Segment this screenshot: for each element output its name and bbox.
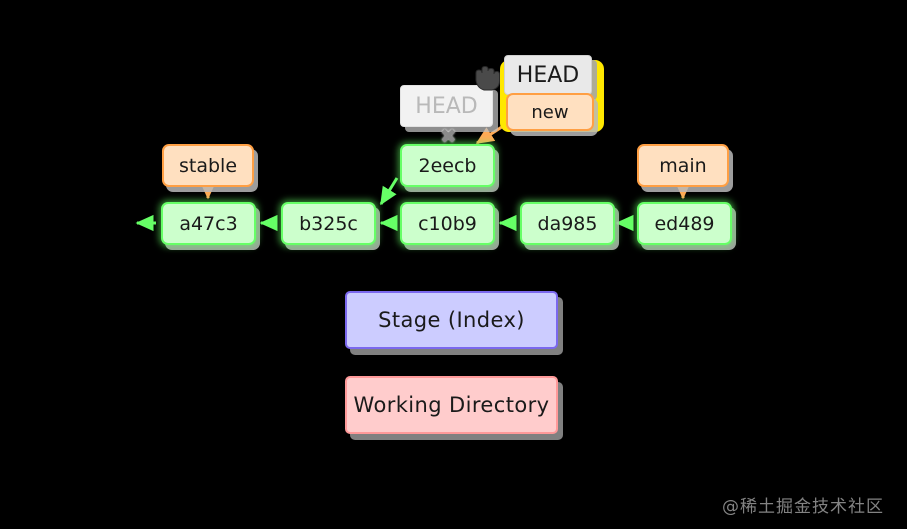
commit-label: b325c [299, 212, 358, 235]
commit-node-a47c3[interactable]: a47c3 [161, 202, 256, 245]
commit-label: a47c3 [179, 212, 238, 235]
head-label: HEAD [516, 62, 580, 88]
edge-2eecb-to-b325c [379, 177, 399, 206]
commit-node-b325c[interactable]: b325c [281, 202, 376, 245]
commit-label: da985 [537, 212, 598, 235]
commit-node-2eecb[interactable]: 2eecb [400, 144, 495, 187]
branch-label-new[interactable]: new [506, 93, 594, 131]
head-pointer-attached[interactable]: HEAD [504, 55, 592, 95]
head-label: HEAD [415, 93, 478, 119]
branch-label-main[interactable]: main [637, 144, 729, 187]
commit-node-c10b9[interactable]: c10b9 [400, 202, 495, 245]
branch-name: main [659, 154, 707, 177]
commit-label: ed489 [654, 212, 715, 235]
head-pointer-dragging[interactable]: HEAD [400, 85, 493, 127]
branch-name: new [531, 101, 569, 123]
commit-node-da985[interactable]: da985 [520, 202, 615, 245]
working-directory-label: Working Directory [353, 393, 550, 417]
commit-label: 2eecb [418, 154, 477, 177]
working-directory-box[interactable]: Working Directory [345, 376, 558, 434]
commit-node-ed489[interactable]: ed489 [637, 202, 732, 245]
watermark: @稀土掘金技术社区 [722, 497, 884, 517]
stage-index-box[interactable]: Stage (Index) [345, 291, 558, 349]
branch-label-stable[interactable]: stable [162, 144, 254, 187]
detach-x-mark: ✖ [440, 124, 457, 148]
branch-name: stable [178, 154, 238, 177]
stage-label: Stage (Index) [378, 308, 525, 332]
commit-label: c10b9 [418, 212, 477, 235]
